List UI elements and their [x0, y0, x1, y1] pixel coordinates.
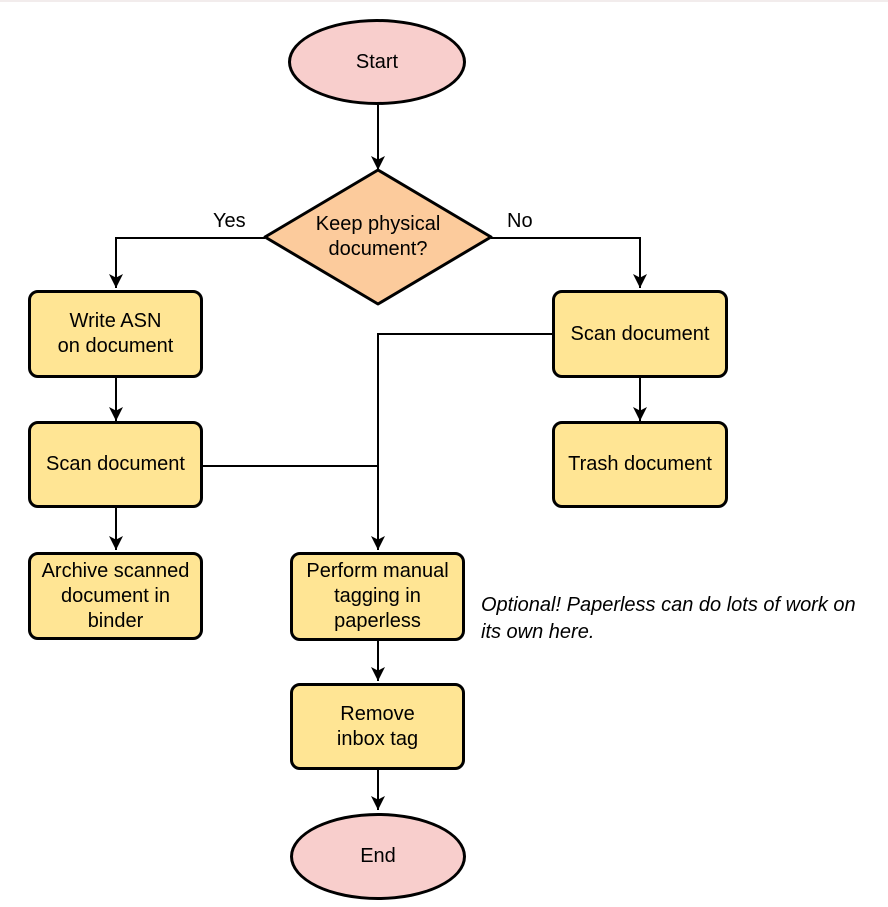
node-trash-document: Trash document [552, 421, 728, 508]
node-start: Start [288, 19, 466, 105]
node-manual-tagging: Perform manual tagging in paperless [290, 552, 465, 641]
bottom-divider [0, 0, 888, 2]
connector-decision-no-to-scan-right [491, 237, 647, 288]
node-end-label: End [360, 845, 396, 867]
node-remove-inbox-tag-label: Remove inbox tag [336, 702, 419, 750]
node-remove-inbox-tag: Remove inbox tag [290, 683, 465, 770]
node-archive-scanned-label: Archive scanned document in binder [41, 559, 190, 632]
edge-label-yes: Yes [211, 210, 248, 233]
node-write-asn: Write ASN on document [28, 290, 203, 378]
node-manual-tagging-label: Perform manual tagging in paperless [306, 560, 449, 632]
node-write-asn-label: Write ASN on document [57, 310, 174, 357]
node-archive-scanned: Archive scanned document in binder [28, 552, 203, 640]
node-scan-document-right: Scan document [552, 290, 728, 378]
edge-label-no: No [505, 210, 535, 233]
node-scan-document-left: Scan document [28, 421, 203, 508]
node-trash-document-label: Trash document [568, 453, 712, 475]
node-start-label: Start [355, 50, 399, 73]
node-end: End [290, 813, 466, 900]
decision-diamond-shape [263, 168, 493, 306]
connector-scan-right-to-tagging [371, 333, 552, 550]
node-scan-document-left-label: Scan document [46, 453, 185, 475]
node-scan-document-right-label: Scan document [570, 322, 710, 345]
note-optional-text: Optional! Paperless can do lots of work … [481, 594, 856, 643]
connector-decision-yes-to-write-asn [109, 237, 265, 288]
